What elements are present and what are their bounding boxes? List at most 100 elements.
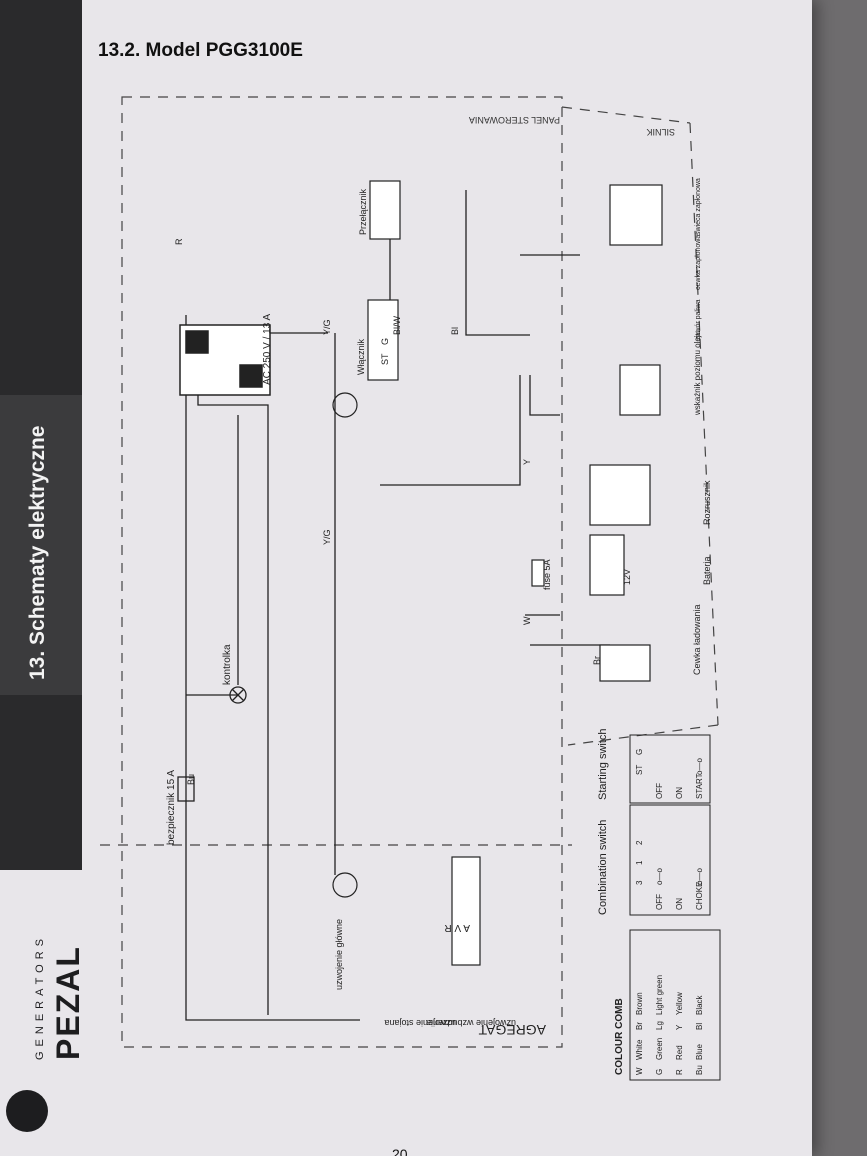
avr-block [451,856,481,966]
ignition-coil-label: świeca zapłonowa [695,178,702,235]
starting-switch-title: Starting switch [597,728,609,800]
start-header-g: G [635,749,644,755]
wire-label-br: Br [592,656,602,665]
start-row-start-value: o—o [695,758,704,775]
stop-valve-label: zawór paliwa [695,299,702,340]
starter-label: Rozrusznik [702,480,712,525]
colour-row-4-name2: Black [695,994,704,1015]
wire-label-st: ST [380,353,390,365]
charging-coil-label: Cewka ładowania [692,604,702,675]
lamp-cross-b [231,688,245,702]
colour-comb-table [629,929,721,1081]
switch-label: Przełącznik [358,188,368,235]
socket-label: AC 250 V / 13 A [262,314,273,385]
colour-row-1-name2: Brown [635,992,644,1015]
wire-r-main [185,315,360,1021]
colour-comb-border [629,929,721,1081]
wire-label-g: G [380,338,390,345]
wire-label-w: W [522,616,532,625]
comb-row-off-value: o—o [655,868,664,885]
colour-row-2-code: G [655,1069,664,1075]
oil-level-icon [619,364,661,416]
main-winding-label: uzwojenie główne [334,919,344,990]
colour-row-3-code: R [675,1069,684,1075]
wiring-diagram: PANEL STEROWANIA SILNIK AGREGAT AC 250 V… [100,96,721,1081]
combination-switch-title: Combination switch [597,820,609,915]
combination-switch-table [629,804,711,916]
battery-voltage-label: 12V [622,569,632,585]
spark-label: cewka zapłonowa [695,235,702,290]
comb-row-choke: CHOKE [695,882,704,910]
comb-header-1: 1 [635,860,644,865]
engine-region-label: SILNIK [646,127,675,137]
colour-row-2-name2: Light green [655,975,664,1015]
wire-bl [465,190,530,336]
ground-icon-a [332,392,358,418]
comb-row-choke-value: o—o [695,868,704,885]
colour-row-1-code2: Br [635,1022,644,1030]
avr-box [451,856,481,966]
wire-label-r1: R [174,238,184,245]
wire-label-yg2: Y/G [322,319,332,335]
colour-row-1-name: White [635,1039,644,1060]
colour-row-1-code: W [635,1067,644,1075]
fuse-icon [531,559,545,587]
wire-label-y: Y [522,459,532,465]
page-number: 20 [392,1146,408,1156]
start-row-off: OFF [655,783,664,799]
panel-region-label: PANEL STEROWANIA [469,115,560,125]
colour-row-4-code2: Bl [695,1023,704,1030]
comb-row-on: ON [675,898,684,910]
lamp-label: kontrolka [222,644,233,685]
sidebar-band: 13. Schematy elektryczne PEZAL GENERATOR… [0,0,86,1156]
wire-label-yg1: Y/G [322,529,332,545]
ignition-box [367,299,399,381]
colour-row-4-name: Blue [695,1043,704,1060]
colour-comb-title: COLOUR COMB [614,998,625,1075]
breaker-label: bezpiecznik 15 A [166,770,177,845]
wire-bu-main [197,325,269,1015]
lamp-icon [229,686,247,704]
socket-terminal-b [239,364,263,388]
starter-icon [589,464,651,526]
start-row-start: START [695,773,704,799]
excitation-winding-label: uzwojenie wzbudzenia [426,1018,516,1028]
charging-coil-icon [599,644,651,682]
oil-level-label: wskaźnik poziomu oleju [693,331,702,416]
colour-comb-rows: W White Br Brown G Green Lg Light green … [635,975,704,1075]
starting-switch-border [629,734,711,804]
colour-row-3-code2: Y [675,1024,684,1030]
socket-terminal-a [185,330,209,354]
generator-region-border [121,96,563,1048]
comb-row-off: OFF [655,894,664,910]
wire-label-bl: Bl [450,327,460,335]
wire-y-engine [529,375,560,416]
wire-label-bu1: Bu [186,774,196,785]
brand-name: PEZAL [50,945,86,1060]
pezal-logo-icon [6,1090,48,1132]
generator-region-label: AGREGAT [478,1022,546,1038]
colour-row-2-name: Green [655,1038,664,1060]
section-tab [0,395,82,695]
colour-row-3-name: Red [675,1045,684,1060]
breaker-icon [177,776,195,802]
colour-row-4-code: Bu [695,1065,704,1075]
ignition-block [367,299,399,381]
battery-icon [589,534,625,596]
colour-row-3-name2: Yellow [675,992,684,1015]
avr-label: A V R [444,922,470,933]
wire-battery [380,375,521,486]
wire-label-blw: Bl/W [392,315,402,335]
fuse-label: fuse 5A [542,559,552,590]
page-title: 13.2. Model PGG3100E [98,40,303,61]
switch-box [369,180,401,240]
comb-header-3: 3 [635,880,644,885]
ground-icon-b [332,872,358,898]
brand-subtitle: GENERATORS [34,934,46,1060]
engine-region-top [561,106,691,124]
stator-winding-label: uzwojenie stojana [384,1018,456,1028]
start-row-on: ON [675,787,684,799]
starting-switch-table [629,734,711,804]
manual-page: 13. Schematy elektryczne PEZAL GENERATOR… [0,0,812,1156]
start-header-st: ST [635,765,644,775]
